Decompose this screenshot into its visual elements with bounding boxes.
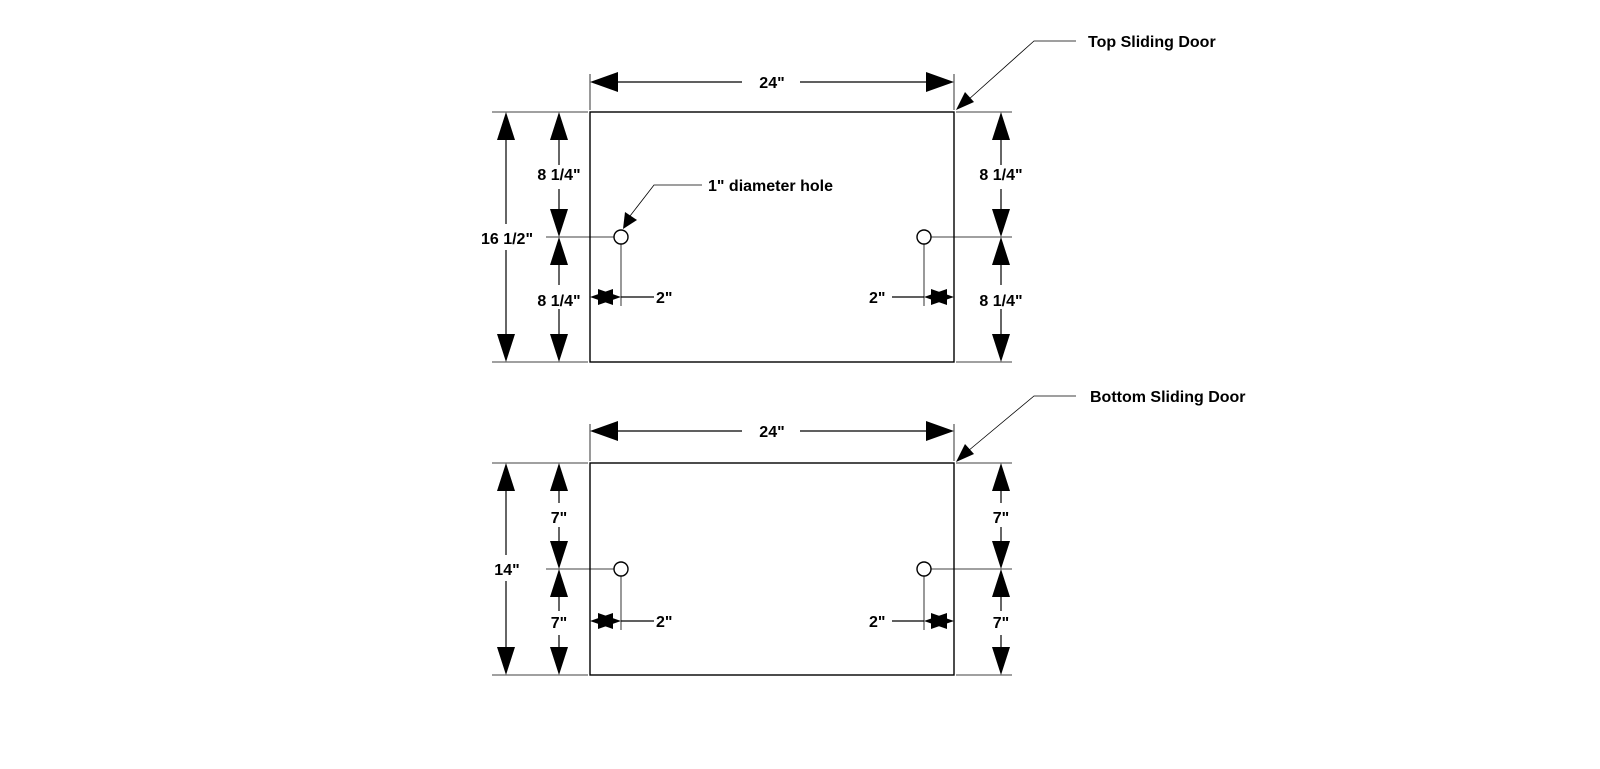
bottom-right-offset-label: 2": [869, 614, 885, 631]
bottom-width-label: 24": [759, 424, 784, 441]
bottom-right-upper-label: 7": [993, 510, 1009, 527]
top-left-hole-offset-dimension: 2": [590, 244, 672, 307]
bottom-left-upper-label: 7": [551, 510, 567, 527]
top-right-lower-label: 8 1/4": [979, 293, 1022, 310]
top-title-leader: Top Sliding Door: [956, 34, 1216, 110]
bottom-left-segment-dimensions: 7" 7": [546, 463, 614, 675]
top-right-segment-dimensions: 8 1/4" 8 1/4": [931, 111, 1023, 363]
bottom-title-leader: Bottom Sliding Door: [956, 389, 1246, 462]
hole-callout: 1" diameter hole: [623, 178, 833, 229]
top-left-segment-dimensions: 8 1/4" 8 1/4": [537, 112, 614, 362]
top-right-hole: [916, 229, 932, 245]
top-right-offset-label: 2": [869, 290, 885, 307]
top-left-offset-label: 2": [656, 290, 672, 307]
bottom-left-lower-label: 7": [551, 615, 567, 632]
bottom-right-segment-dimensions: 7" 7": [931, 462, 1012, 676]
top-door-group: 24" Top Sliding Door 16 1/2": [481, 34, 1216, 363]
bottom-right-lower-label: 7": [993, 615, 1009, 632]
bottom-left-hole: [613, 561, 629, 577]
bottom-right-hole: [916, 561, 932, 577]
top-left-hole: [613, 229, 629, 245]
bottom-height-label: 14": [494, 562, 519, 579]
top-left-lower-label: 8 1/4": [537, 293, 580, 310]
bottom-right-hole-offset-dimension: 2": [869, 576, 954, 631]
bottom-door-group: 24" Bottom Sliding Door 14": [492, 389, 1246, 676]
top-door-panel: [589, 111, 955, 363]
bottom-left-hole-offset-dimension: 2": [590, 576, 672, 631]
top-left-upper-label: 8 1/4": [537, 167, 580, 184]
bottom-door-title: Bottom Sliding Door: [1090, 389, 1246, 406]
top-width-label: 24": [759, 75, 784, 92]
top-right-hole-offset-dimension: 2": [869, 244, 954, 307]
top-height-label: 16 1/2": [481, 231, 533, 248]
bottom-left-offset-label: 2": [656, 614, 672, 631]
top-width-dimension: 24": [589, 72, 955, 110]
bottom-height-dimension: 14": [492, 462, 588, 676]
bottom-door-panel: [589, 462, 955, 676]
bottom-width-dimension: 24": [589, 421, 955, 461]
top-right-upper-label: 8 1/4": [979, 167, 1022, 184]
top-door-title: Top Sliding Door: [1088, 34, 1216, 51]
hole-note-label: 1" diameter hole: [708, 178, 833, 195]
top-height-dimension: 16 1/2": [481, 111, 588, 363]
